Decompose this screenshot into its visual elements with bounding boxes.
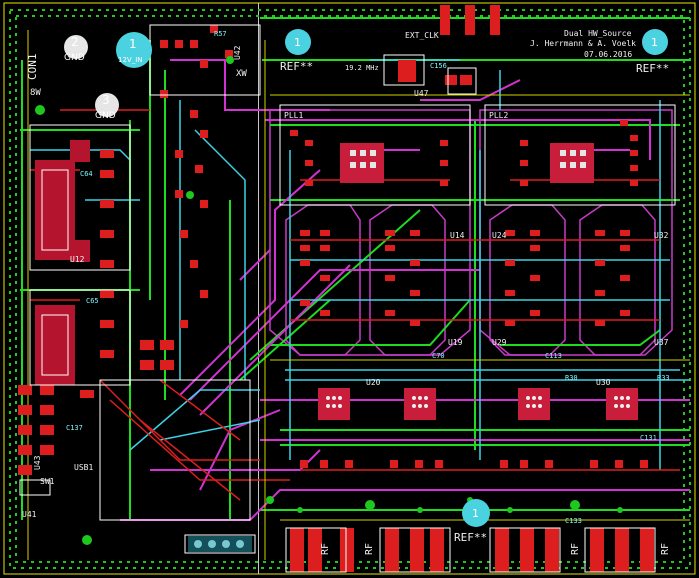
usb1-label: USB1 xyxy=(74,463,93,472)
u12-label: U12 xyxy=(70,255,85,264)
r30-label: R30 xyxy=(565,374,578,382)
ref-label-left: REF** xyxy=(280,60,313,73)
rf-label-2: RF xyxy=(364,543,375,555)
c65-label: C65 xyxy=(86,297,99,305)
xw-label: XW xyxy=(236,69,247,79)
ref-label-bottom: REF** xyxy=(454,531,487,544)
crystal-block xyxy=(398,60,477,95)
rf-label-3: RF xyxy=(570,543,581,555)
border-via-rail xyxy=(9,9,691,569)
pad-vin-label: 12V_IN xyxy=(118,56,143,64)
smd-pads xyxy=(18,5,648,475)
pad-2-number: 2 xyxy=(71,35,79,49)
c137-label: C137 xyxy=(66,424,83,432)
u43-label: U43 xyxy=(33,455,42,470)
u47-label: U47 xyxy=(414,89,429,98)
pad-ref-b-number: 1 xyxy=(472,507,479,520)
u37-label: U37 xyxy=(654,338,669,347)
u24-label: U24 xyxy=(492,231,507,240)
r57-label: R57 xyxy=(214,30,227,38)
mixer-ic-dots xyxy=(326,396,630,408)
pad-ref-tl-number: 1 xyxy=(294,36,301,49)
u32-label: U32 xyxy=(654,231,669,240)
u14-label: U14 xyxy=(450,231,465,240)
c133-label: C133 xyxy=(565,517,582,525)
traces-green xyxy=(20,17,690,520)
c131-label: C131 xyxy=(640,434,657,442)
pll2-label: PLL2 xyxy=(489,111,508,120)
rf-label-1: RF xyxy=(320,543,331,555)
rf-connector-outlines xyxy=(285,527,656,573)
pad-vin-number: 1 xyxy=(129,37,137,51)
pll-ic-pins xyxy=(350,150,586,168)
u30-label: U30 xyxy=(596,378,611,387)
u29-label: U29 xyxy=(492,338,507,347)
copper-zones xyxy=(269,109,673,356)
sw1-label: SW1 xyxy=(40,477,55,486)
u41-label: U41 xyxy=(22,510,37,519)
c70-label: C70 xyxy=(432,352,445,360)
pad-gnd-label-3: GND xyxy=(95,111,116,121)
u20-label: U20 xyxy=(366,378,381,387)
pad-ref-tr-circle xyxy=(642,29,668,55)
u42-label: U42 xyxy=(233,45,242,60)
con-sub-label: 8W xyxy=(30,88,41,98)
pad-gnd-3-circle xyxy=(95,93,119,117)
header-pins xyxy=(188,536,252,552)
c64-label: C64 xyxy=(80,170,93,178)
freq-label: 19.2 MHz xyxy=(345,64,379,72)
inner-frame xyxy=(258,3,259,574)
pll1-label: PLL1 xyxy=(284,111,303,120)
rf-label-4: RF xyxy=(660,543,671,555)
mixer-ic xyxy=(318,388,638,420)
pad-ref-tl-circle xyxy=(285,29,311,55)
rf-connectors xyxy=(290,528,654,572)
pad-ref-tr-number: 1 xyxy=(651,36,658,49)
title-line-2: J. Herrmann & A. Voelk xyxy=(530,39,636,48)
c156-label: C156 xyxy=(430,62,447,70)
con1-label: CON1 xyxy=(26,54,39,81)
pad-gnd-label-1: GND xyxy=(64,53,85,63)
u19-label: U19 xyxy=(448,338,463,347)
pad-ref-b-circle xyxy=(462,499,490,527)
title-line-1: Dual HW_Source xyxy=(564,29,632,38)
r33-label: R33 xyxy=(657,374,670,382)
pad-vin-circle xyxy=(116,32,152,68)
ref-label-right: REF** xyxy=(636,62,669,75)
board-outline xyxy=(3,2,696,575)
title-line-3: 07.06.2016 xyxy=(584,50,632,59)
mounting-pads xyxy=(64,29,668,527)
silkscreen-outlines xyxy=(19,24,676,554)
ext-clk-label: EXT_CLK xyxy=(405,31,439,40)
pad-gnd-1-circle xyxy=(64,35,88,59)
c113-label: C113 xyxy=(545,352,562,360)
pll-ic xyxy=(340,143,594,183)
connector-pads xyxy=(35,140,90,385)
pad-1-number: 3 xyxy=(102,93,110,107)
